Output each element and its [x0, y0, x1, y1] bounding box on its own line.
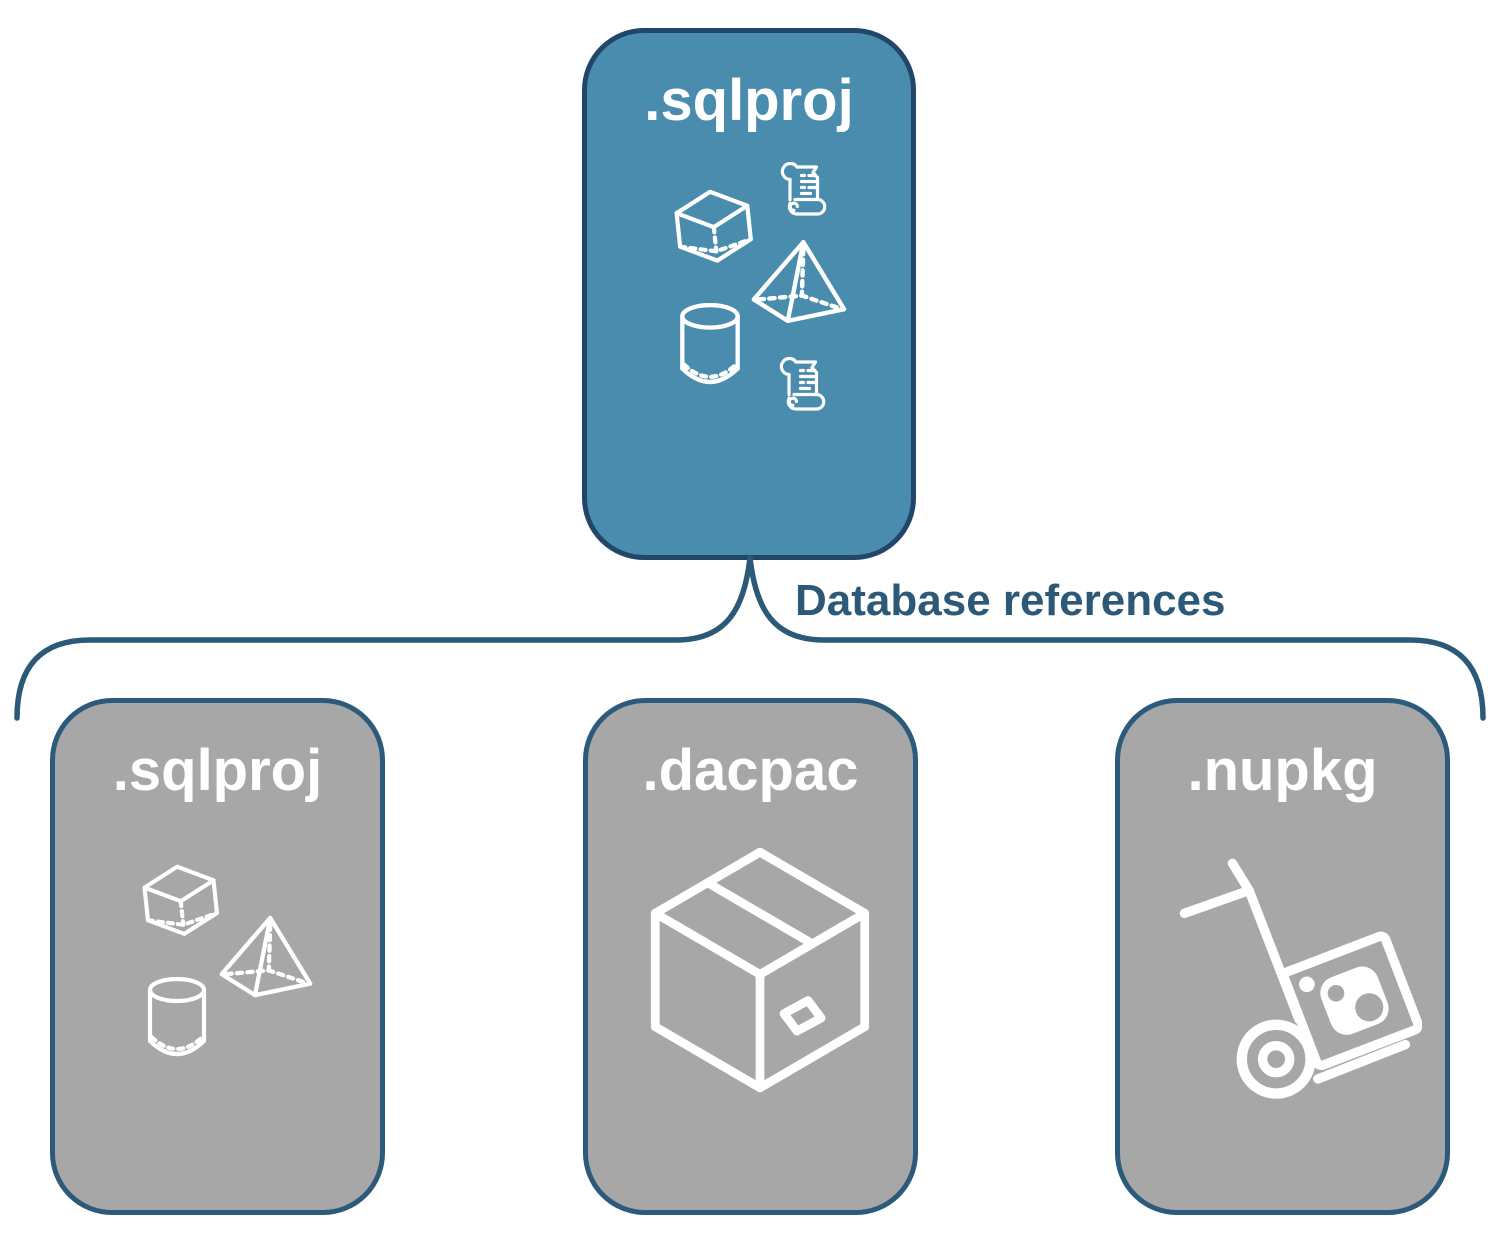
- cube-icon: [674, 189, 753, 263]
- parent-card-title: .sqlproj: [644, 68, 854, 133]
- scroll-icon: [780, 161, 827, 216]
- child-card-dacpac: .dacpac: [583, 698, 918, 1215]
- scroll-icon: [779, 356, 826, 411]
- pyramid-icon: [751, 239, 847, 324]
- cube-icon: [142, 864, 219, 936]
- cylinder-icon: [147, 977, 207, 1056]
- child-card-title: .dacpac: [642, 738, 859, 803]
- hand-truck-nuget-icon: [1179, 858, 1422, 1099]
- pyramid-icon: [219, 915, 313, 998]
- package-box-icon: [650, 847, 870, 1093]
- child-card-title: .sqlproj: [112, 738, 323, 803]
- parent-card-sqlproj: .sqlproj: [582, 28, 916, 560]
- child-card-sqlproj: .sqlproj: [50, 698, 385, 1215]
- child-card-nupkg: .nupkg: [1115, 698, 1450, 1215]
- connector-label: Database references: [795, 576, 1226, 625]
- cylinder-icon: [680, 303, 740, 384]
- child-card-title: .nupkg: [1187, 738, 1378, 803]
